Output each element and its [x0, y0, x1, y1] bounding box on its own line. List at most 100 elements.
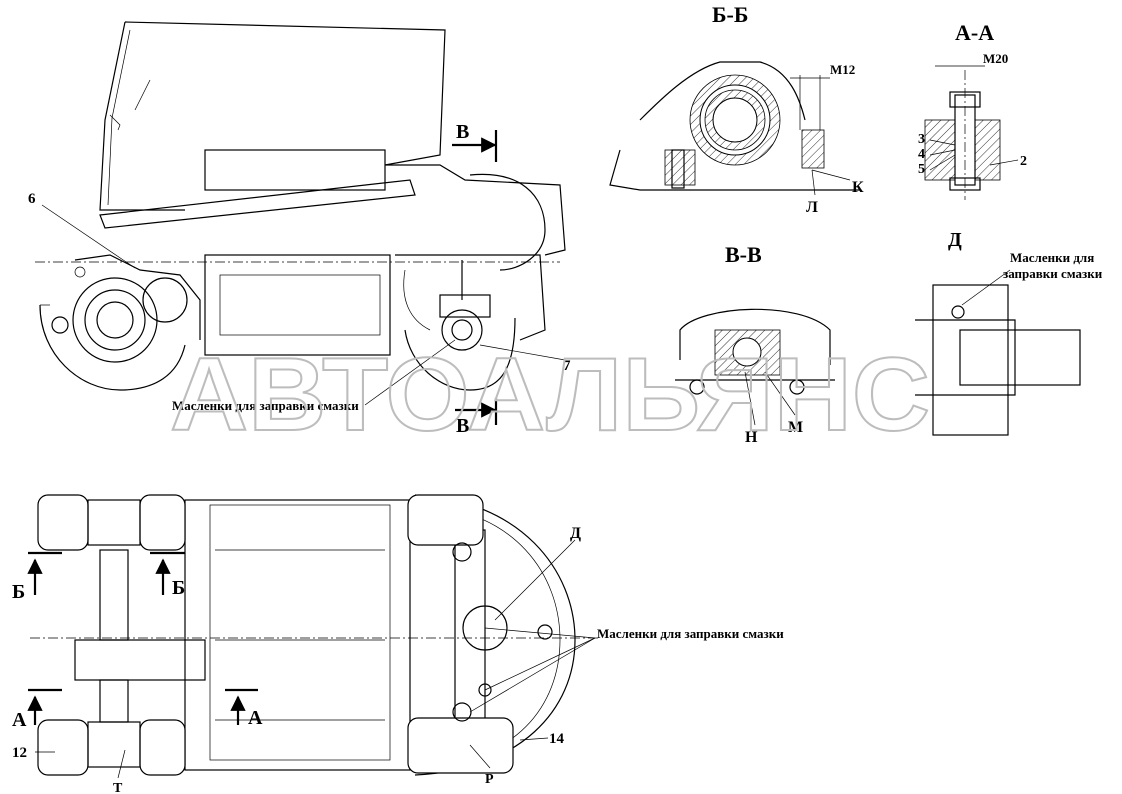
leader-lubrication-side — [364, 339, 456, 406]
d-pin — [959, 329, 1081, 386]
rear-hub — [441, 309, 483, 351]
rear-cover-outline — [385, 164, 566, 256]
top-rear-bolt — [537, 624, 553, 640]
rear-hub-inner — [451, 319, 473, 341]
rear-axle-housing — [395, 254, 546, 341]
vv-label-n: Н — [745, 429, 758, 446]
wheel-rear-right — [139, 719, 186, 776]
front-bolt — [51, 316, 69, 334]
wheel-rear-top — [407, 494, 484, 546]
leader-r — [469, 744, 491, 769]
leader-lub-1 — [484, 627, 596, 639]
frame-beam — [99, 179, 416, 229]
bb-dim-ext — [799, 75, 821, 130]
top-rear-ring — [462, 605, 508, 651]
aa-label-5: 5 — [918, 162, 925, 177]
wheel-front-left — [37, 494, 89, 551]
cab-roof-outline — [124, 21, 446, 166]
front-pivot — [74, 266, 86, 278]
aa-leader-4 — [929, 149, 956, 156]
front-wheel-arc — [39, 304, 186, 391]
d-callout-line2: заправки смазки — [1003, 266, 1103, 281]
rear-wheel-arc — [404, 317, 516, 391]
leader-7 — [479, 344, 566, 361]
cab-latch — [109, 114, 121, 131]
bb-housing-bottom — [609, 149, 860, 191]
section-v-bottom-label: В — [456, 415, 469, 437]
label-7: 7 — [563, 358, 571, 374]
d-bracket — [932, 284, 1009, 436]
leader-lub-2 — [484, 637, 596, 691]
aa-leader-5 — [929, 154, 956, 171]
rear-nipple-top — [452, 542, 472, 562]
label-6: 6 — [28, 191, 36, 207]
cab-inner-line — [107, 29, 131, 206]
body-inner-panel — [219, 274, 381, 336]
top-body-inner — [209, 504, 391, 761]
leader-14 — [519, 737, 549, 741]
label-t: Т — [113, 781, 123, 794]
aa-thread-label: М20 — [983, 51, 1008, 66]
vv-bore — [732, 337, 762, 367]
cab-handle — [134, 79, 151, 111]
aa-label-4: 4 — [918, 147, 925, 162]
section-aa-title: А-А — [955, 20, 994, 45]
rear-nipple-bottom — [452, 702, 472, 722]
front-hub-inner — [96, 301, 134, 339]
section-vv: В-В Н М — [675, 242, 835, 446]
d-callout-line1: Масленки для — [1010, 250, 1094, 265]
side-view: 6 7 Масленки для заправки смазки В В — [28, 21, 571, 437]
top-body — [184, 499, 411, 771]
vv-label-m: М — [788, 419, 803, 436]
section-bb: Б-Б М12 К Л — [609, 2, 864, 216]
wheel-front-right — [139, 494, 186, 551]
bb-bolt — [671, 149, 685, 189]
section-v-top-label: В — [456, 121, 469, 143]
section-aa: А-А М20 3 4 5 2 — [918, 20, 1027, 200]
front-gear — [142, 277, 188, 323]
bb-bolt-block — [664, 149, 696, 186]
aa-plate-right — [974, 119, 1001, 181]
bb-label-k: К — [852, 179, 864, 196]
wheel-rear-bottom — [407, 717, 514, 774]
vv-leader-m — [764, 371, 796, 416]
aa-label-3: 3 — [918, 132, 925, 147]
rear-fender — [469, 173, 546, 271]
hub-front-bottom — [87, 721, 141, 768]
d-leader — [961, 269, 1011, 306]
bb-housing-top — [639, 61, 806, 121]
watermark: АВТОАЛЬЯНС — [170, 337, 930, 453]
rear-nipple-mid — [478, 683, 492, 697]
front-axle-lower — [99, 679, 129, 723]
leader-lub-3 — [469, 637, 596, 713]
vv-nipple-right — [789, 379, 805, 395]
vv-nipple-left — [689, 379, 705, 395]
vv-leader-n — [744, 371, 756, 426]
leader-6 — [41, 204, 136, 269]
rear-bracket — [439, 294, 491, 318]
lubrication-label-side: Масленки для заправки смазки — [172, 398, 359, 413]
section-a-left-label: А — [12, 709, 27, 731]
section-b-left-label: Б — [12, 581, 25, 603]
bb-nipple-body — [801, 129, 825, 169]
rear-curve — [403, 269, 431, 331]
label-r: Р — [485, 772, 494, 787]
d-clamp — [915, 319, 1016, 396]
aa-plate-left — [924, 119, 956, 181]
leader-t — [117, 749, 126, 779]
label-12: 12 — [12, 745, 27, 761]
hub-front-top — [87, 499, 141, 546]
view-d-title: Д — [948, 229, 962, 251]
top-view: Б Б А А Д Масленки для заправки смазки 1… — [12, 494, 784, 794]
view-d: Д Масленки для заправки смазки — [915, 229, 1103, 436]
label-14: 14 — [549, 731, 565, 747]
aa-label-2: 2 — [1020, 154, 1027, 169]
leader-d-top — [494, 539, 576, 621]
hood-block — [204, 149, 386, 191]
section-b-right-label: Б — [172, 577, 185, 599]
bb-bearing-inner — [712, 97, 758, 143]
d-nipple — [951, 305, 965, 319]
aa-leader-3 — [929, 139, 956, 146]
body-lower-block — [204, 254, 391, 356]
